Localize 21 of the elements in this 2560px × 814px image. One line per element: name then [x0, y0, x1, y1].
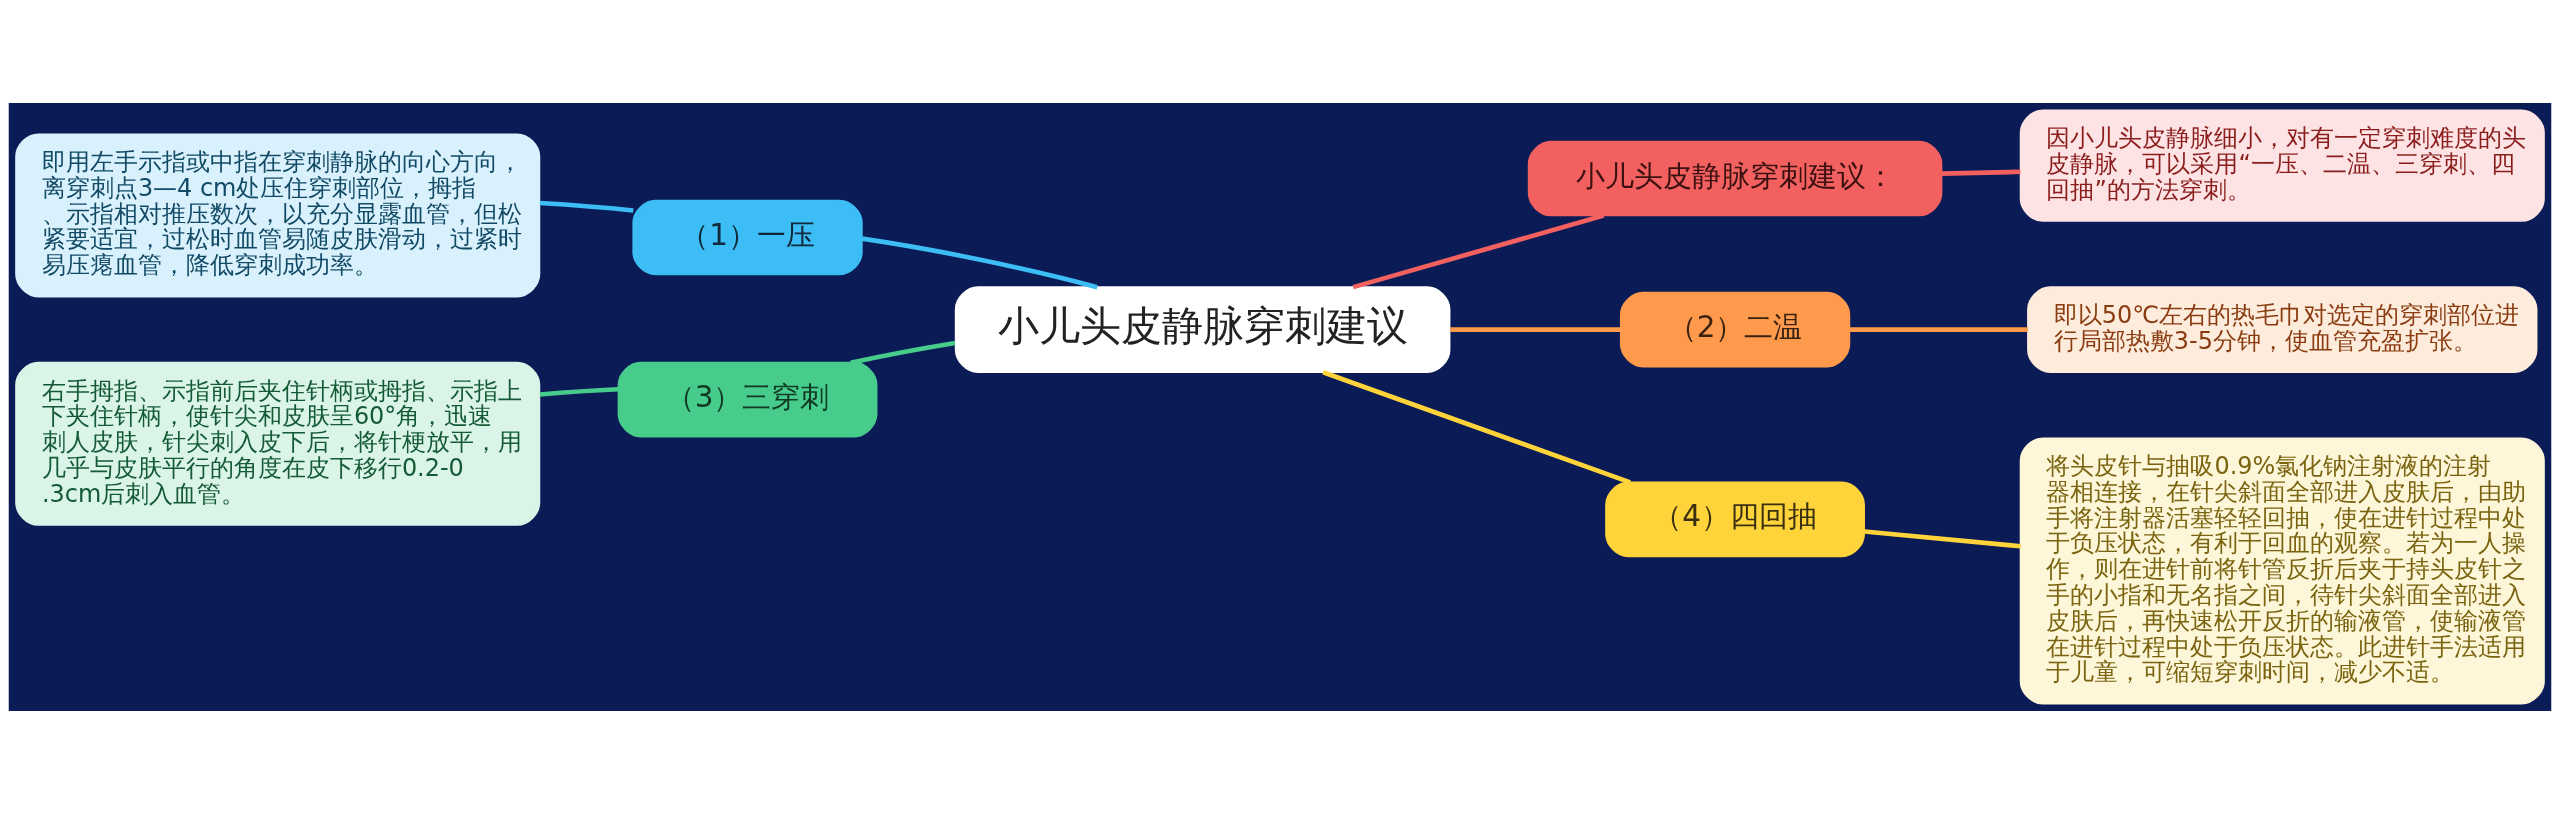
connector: [1864, 529, 2021, 549]
connector: [1352, 213, 1605, 290]
connector: [539, 200, 634, 213]
node-box: （3）三穿刺: [617, 361, 878, 438]
node-box: 因小儿头皮静脉细小，对有一定穿刺难度的头皮静脉，可以采用“一压、二温、三穿刺、四回抽”的方法穿刺。: [2019, 109, 2545, 222]
node-box: 小儿头皮静脉穿刺建议：: [1527, 140, 1943, 217]
connector: [1849, 327, 2028, 332]
node-box: （2）二温: [1619, 291, 1851, 368]
node-box: （4）四回抽: [1605, 481, 1865, 558]
node-box: 即以50℃左右的热毛巾对选定的穿刺部位进行局部热敷3-5分钟，使血管充盈扩张。: [2027, 286, 2538, 373]
connector: [850, 340, 956, 365]
connector: [1322, 370, 1631, 485]
node-box: 将头皮针与抽吸0.9%氯化钠注射液的注射器相连接，在针尖斜面全部进入皮肤后，由助手将注射器活塞轻轻回抽，使在进针过程中处于负压状态，有利于回血的观察。若为一人操作，则在进针前将针管反折后夹于持头皮针之手的小指和无名指之间，待针尖斜面全部进入皮肤后，再快速松开反折的输液管，使输液管在进针过程中处于负压状态。此进针手法适用于儿童，可缩短穿刺时间，减少不适。: [2019, 437, 2545, 705]
node-box: （1）一压: [632, 199, 863, 276]
connector: [861, 236, 1098, 290]
node-box: 即用左手示指或中指在穿刺静脉的向心方向，离穿刺点3—4 cm处压住穿刺部位，拇指、示指相对推压数次，以充分显露血管，但松紧要适宜，过松时血管易随皮肤滑动，过紧时易压瘪血管，降低穿刺成功率。: [15, 133, 541, 298]
connector: [539, 386, 619, 397]
connector: [1941, 169, 2021, 176]
node-box: 小儿头皮静脉穿刺建议: [954, 286, 1451, 373]
node-box: 右手拇指、示指前后夹住针柄或拇指、示指上下夹住针柄，使针尖和皮肤呈60°角，迅速刺人皮肤，针尖刺入皮下后，将针梗放平，用几乎与皮肤平行的角度在皮下移行0.2-0.3cm后刺入血管。: [15, 361, 541, 526]
connector: [1450, 327, 1621, 332]
